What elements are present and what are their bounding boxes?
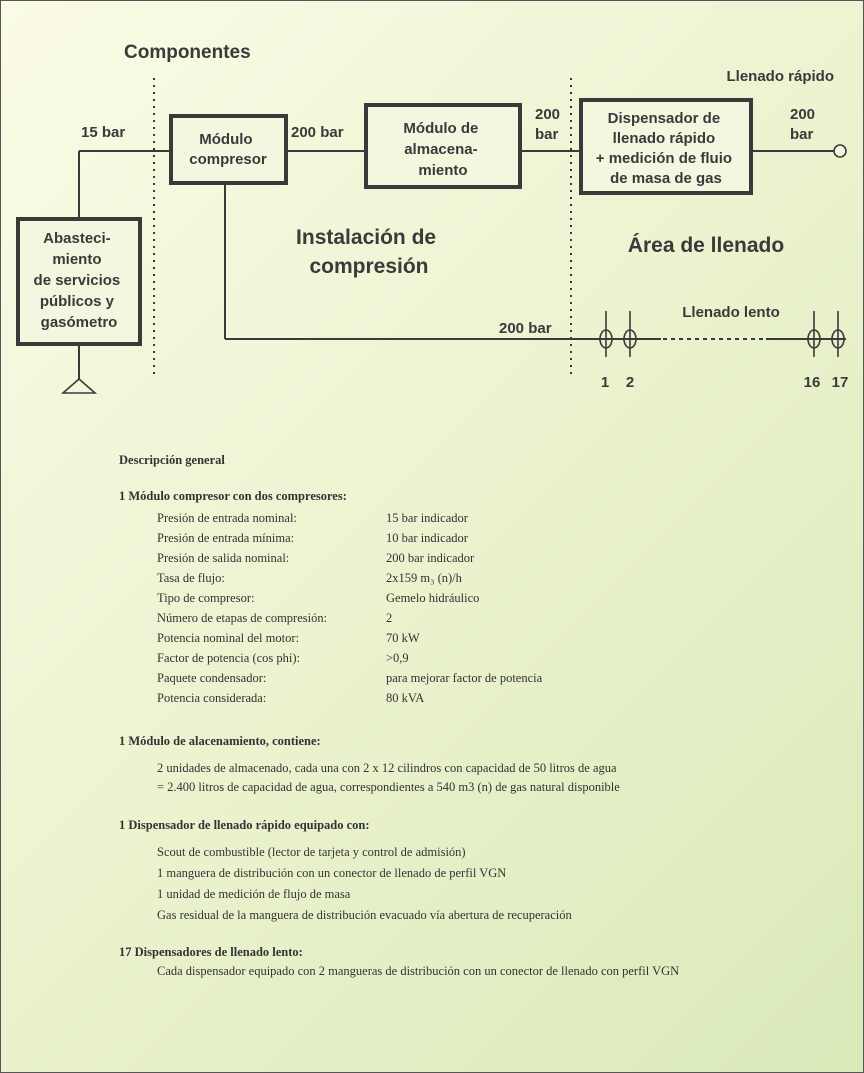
slow-number-17: 17 <box>832 374 849 391</box>
fast-dispenser-line: 1 manguera de distribución con un conect… <box>157 866 507 880</box>
storage-line: = 2.400 litros de capacidad de agua, cor… <box>157 780 620 794</box>
spec-value: 15 bar indicador <box>386 511 468 525</box>
fast-dispenser-line: 1 unidad de medición de flujo de masa <box>157 887 351 901</box>
fast-dispenser-line: Gas residual de la manguera de distribuc… <box>157 908 572 922</box>
spec-label: Presión de entrada nominal: <box>157 511 297 525</box>
installation-label: Instalación de compresión <box>296 226 442 278</box>
slow-dispensers-section-title: 17 Dispensadores de llenado lento: <box>119 945 303 959</box>
slow-number-2: 2 <box>626 374 634 391</box>
process-diagram: Componentes Llenado rápido Abasteci- mie… <box>16 42 849 394</box>
supply-box-text: Abasteci- miento de servicios públicos y… <box>34 230 125 331</box>
spec-value: >0,9 <box>386 651 409 665</box>
spec-label: Presión de entrada mínima: <box>157 531 295 545</box>
spec-label: Potencia nominal del motor: <box>157 631 299 645</box>
storage-line: 2 unidades de almacenado, cada una con 2… <box>157 761 617 775</box>
pressure-compressor-storage: 200 bar <box>291 124 344 141</box>
specs-heading: Descripción general <box>119 453 225 467</box>
dispenser-box <box>579 98 753 195</box>
spec-label: Tasa de flujo: <box>157 571 225 585</box>
spec-label: Presión de salida nominal: <box>157 551 290 565</box>
fast-fill-label: Llenado rápido <box>726 68 834 85</box>
fast-dispenser-section-title: 1 Dispensador de llenado rápido equipado… <box>119 818 370 832</box>
storage-box-text: Módulo de almacena- miento <box>403 120 482 179</box>
slow-number-16: 16 <box>804 374 821 391</box>
spec-label: Tipo de compresor: <box>157 591 255 605</box>
spec-value: para mejorar factor de potencia <box>386 671 543 685</box>
spec-label: Potencia considerada: <box>157 691 267 705</box>
spec-value: 2x159 m₃ (n)/h <box>386 571 462 585</box>
spec-label: Paquete condensador: <box>157 671 267 685</box>
slow-fill-label: Llenado lento <box>682 304 780 321</box>
spec-value: 200 bar indicador <box>386 551 475 565</box>
slow-dispensers-line: Cada dispensador equipado con 2 manguera… <box>157 964 680 978</box>
storage-section-title: 1 Módulo de alacenamiento, contiene: <box>119 734 321 748</box>
ground-symbol <box>60 377 98 394</box>
spec-value: 70 kW <box>386 631 420 645</box>
pressure-slow-line: 200 bar <box>499 320 552 337</box>
spec-value: 2 <box>386 611 393 625</box>
spec-label: Número de etapas de compresión: <box>157 611 328 625</box>
spec-value: Gemelo hidráulico <box>386 591 480 605</box>
slow-dispenser-2 <box>623 311 637 357</box>
slow-dispenser-16 <box>807 311 821 357</box>
fast-fill-nozzle <box>833 144 847 158</box>
compressor-section-title: 1 Módulo compresor con dos compresores: <box>119 489 347 503</box>
diagram-title: Componentes <box>124 42 251 63</box>
spec-value: 80 kVA <box>386 691 425 705</box>
slow-dispenser-17 <box>831 311 845 357</box>
compressor-box-text: Módulo compresor <box>189 131 267 168</box>
spec-value: 10 bar indicador <box>386 531 468 545</box>
area-label: Área de llenado <box>628 234 784 257</box>
pressure-dispenser-out: 200 bar <box>790 106 819 143</box>
pressure-15-bar: 15 bar <box>81 124 125 141</box>
fast-dispenser-line: Scout de combustible (lector de tarjeta … <box>157 845 466 859</box>
slow-dispenser-1 <box>599 311 613 357</box>
slow-number-1: 1 <box>601 374 609 391</box>
spec-label: Factor de potencia (cos phi): <box>157 651 301 665</box>
supply-box <box>16 217 142 346</box>
dispenser-box-text: Dispensador de llenado rápido + medición… <box>596 110 736 187</box>
storage-box <box>364 103 522 189</box>
compressor-box <box>169 114 288 185</box>
pressure-storage-dispenser: 200 bar <box>535 106 564 143</box>
